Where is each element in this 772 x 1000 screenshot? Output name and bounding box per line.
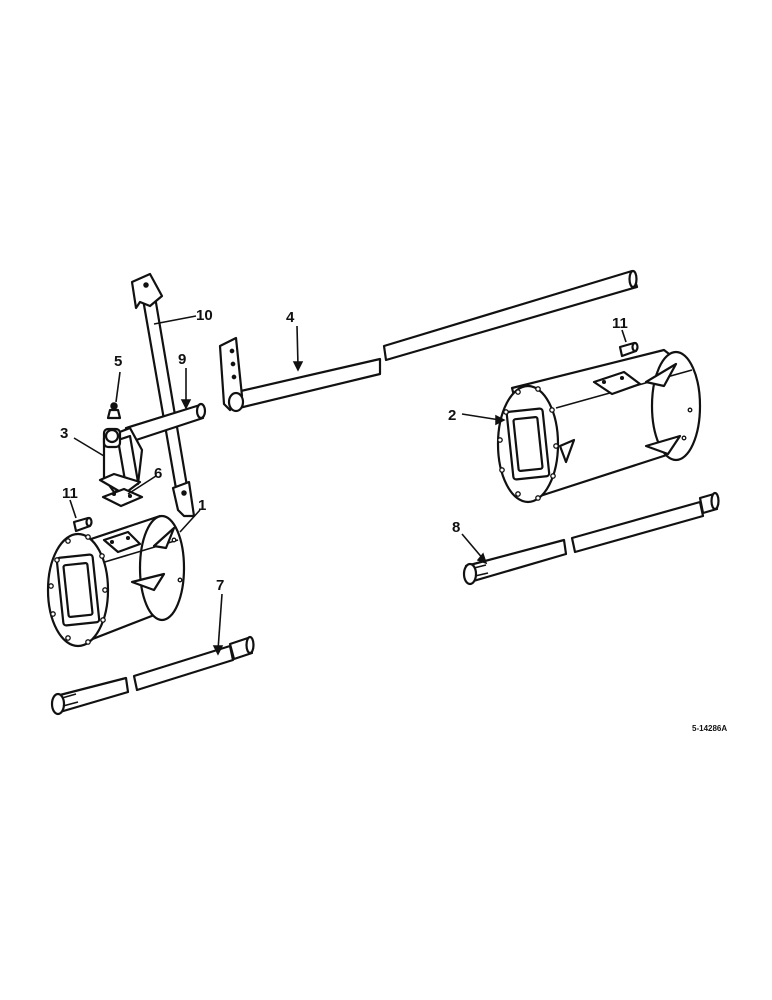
- leader-11-left: [69, 499, 77, 519]
- label-1: 1: [198, 497, 206, 514]
- part-2-housing-right: [496, 348, 702, 504]
- part-3-support-bracket: [98, 426, 144, 496]
- leader-5: [115, 371, 121, 403]
- leader-6: [127, 475, 157, 495]
- label-3: 3: [60, 425, 68, 442]
- leader-7: [217, 593, 223, 651]
- label-5: 5: [114, 353, 122, 370]
- label-11-left: 11: [62, 485, 78, 502]
- part-8-axle-shaft: [462, 491, 720, 586]
- label-11-right: 11: [612, 315, 628, 332]
- leader-8: [461, 533, 485, 561]
- part-10-lever-arm: [130, 272, 196, 518]
- part-11-dowel-pin-right: [618, 341, 639, 358]
- label-9: 9: [178, 351, 186, 368]
- leader-2: [461, 413, 501, 421]
- part-11-dowel-pin-left: [72, 516, 93, 533]
- label-6: 6: [154, 465, 162, 482]
- part-6-plate: [101, 487, 144, 508]
- leader-11-right: [621, 329, 627, 343]
- part-4-cross-shaft: [218, 269, 639, 413]
- part-labels: 1 2 3 4 5 6 7 8 9 10 11 11: [60, 307, 628, 594]
- part-7-axle-shaft: [50, 635, 255, 716]
- leader-1: [179, 509, 201, 533]
- label-10: 10: [196, 307, 213, 324]
- leader-10: [153, 315, 197, 325]
- part-1-housing-left: [46, 514, 186, 648]
- leader-4: [296, 325, 299, 367]
- drawing-reference-code: 5-14286A: [692, 724, 727, 733]
- leader-3: [73, 437, 105, 457]
- leader-lines: [69, 315, 627, 656]
- part-5-grease-fitting: [106, 402, 122, 420]
- label-2: 2: [448, 407, 456, 424]
- label-8: 8: [452, 519, 460, 536]
- label-4: 4: [286, 309, 295, 326]
- label-7: 7: [216, 577, 224, 594]
